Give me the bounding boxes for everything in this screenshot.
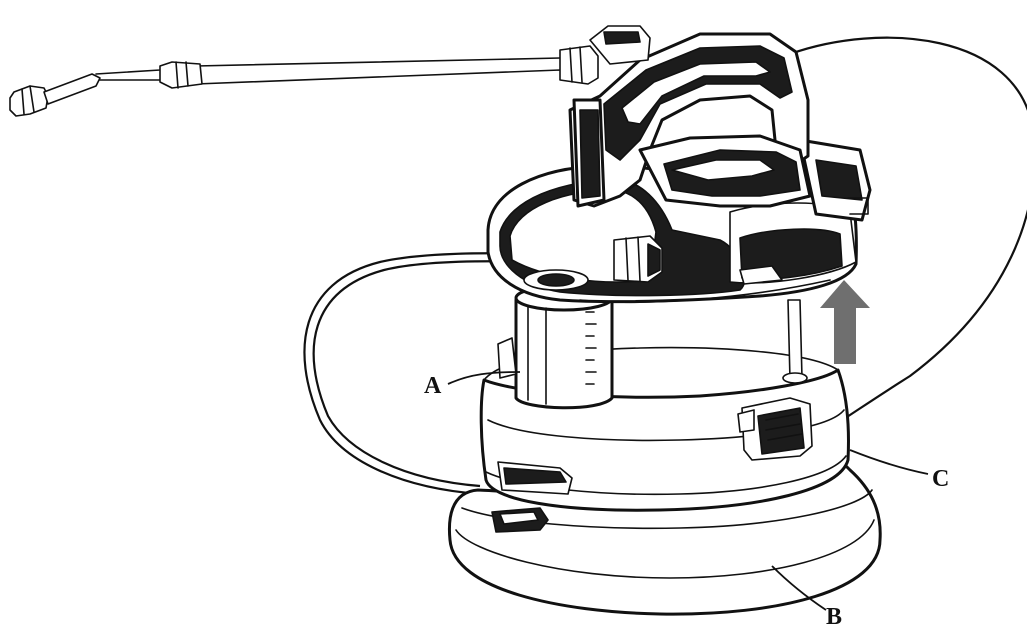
leader-line-a (447, 371, 521, 385)
handle (568, 25, 812, 208)
hose-right-loop (788, 36, 1027, 429)
leader-line-b (771, 565, 827, 611)
leader-line-c (849, 449, 929, 475)
label-c: C (932, 466, 949, 492)
up-arrow-icon (820, 280, 870, 364)
label-b: B (826, 604, 842, 625)
label-a: A (424, 373, 442, 399)
hose-fitting (613, 235, 663, 283)
spray-wand (9, 45, 599, 117)
